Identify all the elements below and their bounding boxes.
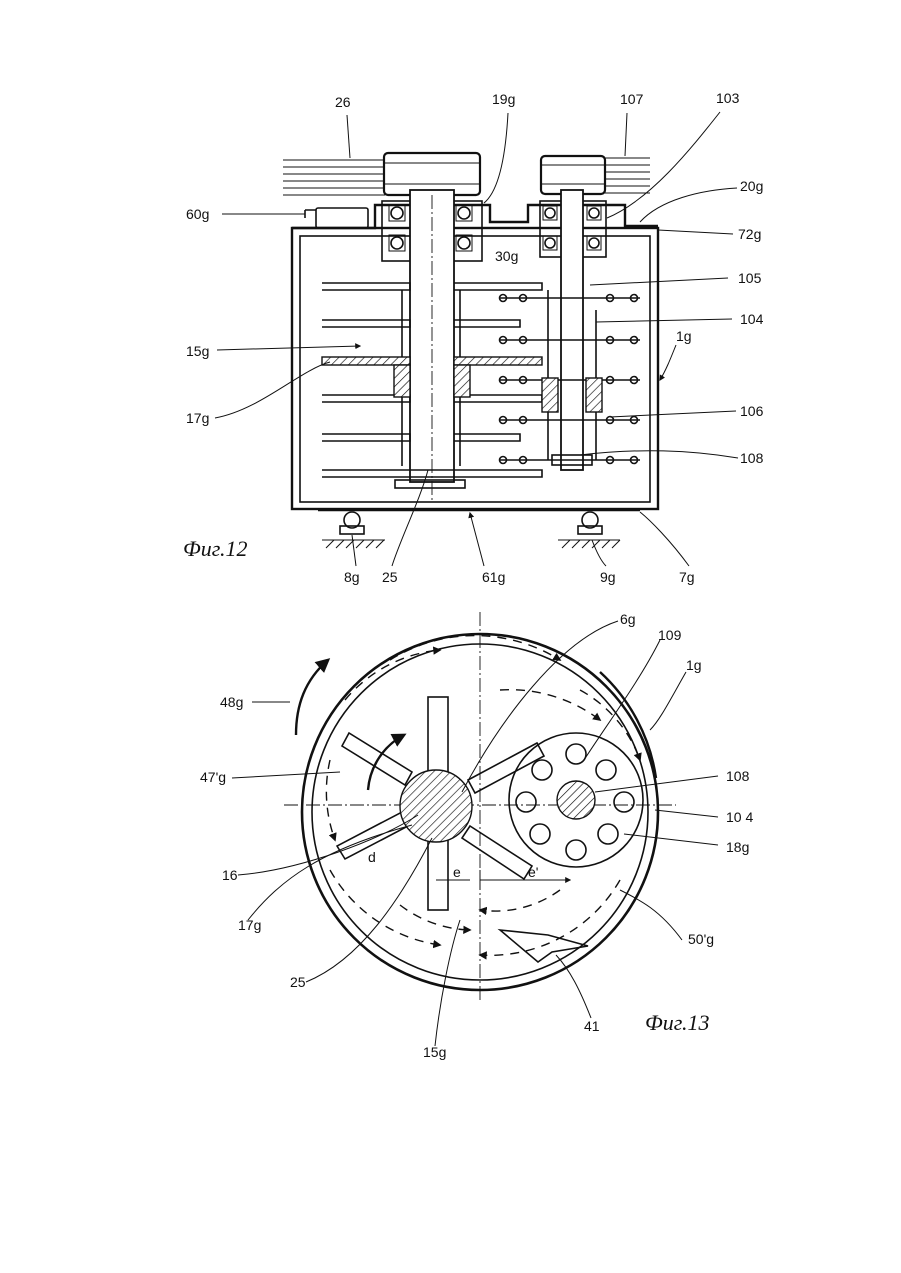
label-60g: 60g	[186, 206, 209, 222]
label-17g: 17g	[186, 410, 209, 426]
label-d: d	[368, 849, 376, 865]
label-109: 109	[658, 627, 682, 643]
label-7g: 7g	[679, 569, 695, 585]
secondary-rotor-104	[509, 733, 643, 867]
label-9g: 9g	[600, 569, 616, 585]
figure-13: 6g 109 1g 48g 47'g 108 10 4 18g 16 17g 5…	[200, 611, 753, 1060]
label-26: 26	[335, 94, 351, 110]
label-106: 106	[740, 403, 764, 419]
label-17g-fig13: 17g	[238, 917, 261, 933]
figure-12-caption: Фиг.12	[183, 536, 248, 561]
figure-13-caption: Фиг.13	[645, 1010, 710, 1035]
label-15g: 15g	[186, 343, 209, 359]
base-frame-7g	[318, 510, 640, 548]
label-108-fig13: 108	[726, 768, 750, 784]
figure-12: 26 19g 107 103 20g 60g 72g 30g 105 104 1…	[183, 90, 764, 585]
label-105: 105	[738, 270, 762, 286]
label-18g: 18g	[726, 839, 749, 855]
label-104-fig13: 10 4	[726, 809, 753, 825]
label-8g: 8g	[344, 569, 360, 585]
label-6g: 6g	[620, 611, 636, 627]
pulley-left	[384, 153, 480, 195]
label-48g: 48g	[220, 694, 243, 710]
label-19g: 19g	[492, 91, 515, 107]
rotor-hub-17g	[400, 770, 472, 842]
belt-107	[605, 158, 650, 193]
secondary-shaft-108	[557, 781, 595, 819]
label-30g: 30g	[495, 248, 518, 264]
label-107: 107	[620, 91, 644, 107]
label-103: 103	[716, 90, 740, 106]
label-108: 108	[740, 450, 764, 466]
label-1g-fig13: 1g	[686, 657, 702, 673]
label-50g: 50'g	[688, 931, 714, 947]
label-72g: 72g	[738, 226, 761, 242]
label-20g: 20g	[740, 178, 763, 194]
label-16: 16	[222, 867, 238, 883]
label-1g: 1g	[676, 328, 692, 344]
scraper-41	[500, 930, 588, 962]
belt-26	[283, 160, 385, 195]
secondary-shaft-105	[561, 190, 583, 470]
label-25: 25	[382, 569, 398, 585]
label-104: 104	[740, 311, 764, 327]
label-47g: 47'g	[200, 769, 226, 785]
label-15g-fig13: 15g	[423, 1044, 446, 1060]
label-e: e	[453, 864, 461, 880]
label-41: 41	[584, 1018, 600, 1034]
pulley-right	[541, 156, 605, 194]
rotation-arrow-48g	[296, 660, 328, 735]
label-e-prime: e'	[528, 864, 538, 880]
label-61g: 61g	[482, 569, 505, 585]
label-25-fig13: 25	[290, 974, 306, 990]
